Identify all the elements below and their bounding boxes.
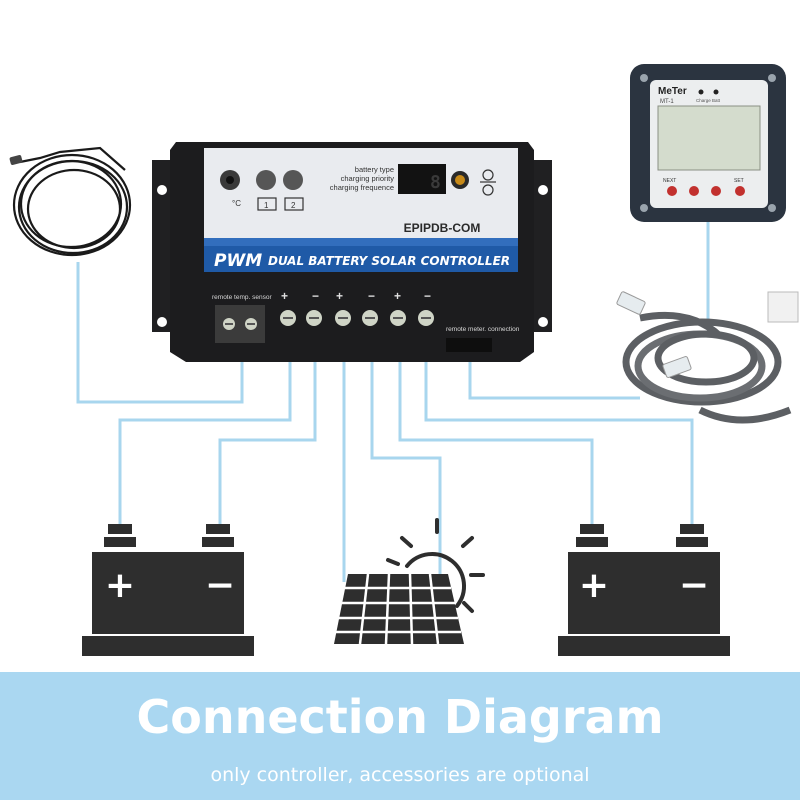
remote-meter-port [446,338,492,352]
indicator-lamp-two [283,170,303,190]
temp-sensor-terminal [215,305,265,343]
svg-text:+: + [281,289,288,303]
meter-port-label: remote meter. connection [446,326,520,333]
battery-two-negative: − [679,565,709,606]
svg-text:+: + [336,289,343,303]
indicator-line-2: charging priority [341,174,395,183]
sensor-port-label: remote temp. sensor [212,294,272,301]
banner-title: Connection Diagram [136,690,664,744]
meter-brand: MeTer [658,86,687,97]
wire-solar-negative [370,352,442,580]
panel-grid [334,573,464,645]
battery-one: + − [82,524,254,656]
battery-two-icon: 2 [284,197,304,211]
product-line-prefix: PWM [214,251,262,271]
caption-banner [0,672,800,800]
solar-panel-icon [334,518,485,645]
wire-battery-one-negative [218,352,317,530]
meter-indicator-batt: Batt [712,98,721,103]
indicator-lamp-one [256,170,276,190]
solar-charge-controller: °C 1 2 battery type charging priority ch… [152,142,552,362]
svg-text:−: − [424,289,431,303]
battery-one-positive: + [105,565,135,606]
svg-text:2: 2 [291,201,296,210]
sun-icon [386,518,485,613]
meter-button-set: SET [734,178,744,184]
wiring [76,222,710,582]
segment-display [398,164,446,194]
svg-text:1: 1 [264,201,269,210]
temp-sensor-cable [9,146,132,257]
remote-meter: MeTer MT-1 Charge Batt NEXT SET [630,64,786,222]
svg-text:−: − [312,289,319,303]
segment-display-digit: 8 [430,172,441,193]
meter-model: MT-1 [660,99,674,105]
main-terminal-screws [280,310,434,326]
svg-text:+: + [394,289,401,303]
sensor-symbol: °C [232,199,241,208]
battery-one-icon: 1 [257,197,277,211]
wire-battery-two-positive [398,352,594,532]
wire-battery-one-positive [118,352,292,530]
product-line-name: DUAL BATTERY SOLAR CONTROLLER [268,254,510,268]
battery-two-positive: + [579,565,609,606]
controller-model: EPIPDB-COM [404,221,481,235]
wire-battery-two-negative [424,352,694,532]
indicator-line-3: charging frequence [330,183,394,192]
meter-indicator-charge: Charge [696,98,711,103]
wire-meter-cable-to-controller [468,352,640,400]
meter-lcd-screen [657,105,761,171]
meter-button-next: NEXT [663,178,676,184]
solar-panel-symbol-icon [480,169,496,196]
terminal-polarity-marks: + − + − + − [281,289,431,303]
banner-subtitle: only controller, accessories are optiona… [210,764,590,786]
battery-two: + − [558,524,730,656]
meter-buttons [667,186,745,196]
wire-temp-sensor [76,262,244,404]
indicator-line-1: battery type [355,165,394,174]
battery-one-negative: − [205,565,235,606]
rj45-flat-cable [616,291,799,424]
svg-text:−: − [368,289,375,303]
